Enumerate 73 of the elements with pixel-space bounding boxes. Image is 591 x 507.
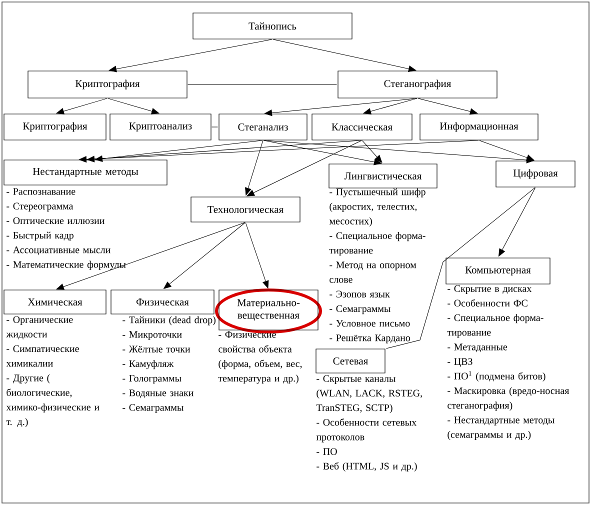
- list-item: - Нестандартные методы (семаграммы и др.): [448, 416, 554, 440]
- list-item: - Стереограмма: [6, 202, 74, 212]
- list-item: - ПО$^{1}$ (подмена битов): [448, 371, 546, 382]
- category-box: Стеганография: [338, 70, 498, 98]
- list-item: - Водяные знаки: [122, 390, 194, 398]
- category-box: Тайнопись: [192, 12, 352, 40]
- arrow: [245, 140, 264, 196]
- arrow: [479, 140, 534, 161]
- category-box: Компьютерная: [446, 258, 550, 284]
- category-box: Стеганализ: [218, 114, 308, 140]
- list-item: - Маскировка (вредо-носная стеганография): [448, 387, 570, 411]
- arrow: [264, 98, 418, 116]
- list-item: - Скрытые каналы (WLAN, LACK, RSTEG, TranSTEG, SCTP): [316, 375, 422, 414]
- category-box: Цифровая: [496, 160, 576, 188]
- arrow: [56, 222, 246, 290]
- list-item: - Симпатические химикалии: [6, 345, 79, 367]
- list-item: - Метаданные: [448, 344, 508, 352]
- arrow: [263, 140, 382, 166]
- arrow: [86, 140, 362, 162]
- category-box: Сетевая: [316, 348, 386, 374]
- arrow: [272, 39, 416, 72]
- list-item: - Другие ( биологические, химико-физические и т. д.): [6, 374, 100, 428]
- arrow: [418, 98, 478, 115]
- arrow: [164, 222, 246, 289]
- list-item: - Математические формулы: [6, 260, 126, 270]
- arrow: [108, 98, 160, 114]
- list-item: - Оптические иллюзии: [6, 217, 104, 224]
- list-item: - Быстрый кадр: [6, 232, 74, 241]
- list-item: - Голограммы: [122, 375, 182, 384]
- list-item: - Эзопов язык: [330, 290, 390, 298]
- list-item: - Специальное форма-тирование: [447, 314, 544, 338]
- list-item: - Микроточки: [122, 331, 182, 340]
- arrow: [245, 222, 269, 288]
- list-item: - Семаграммы: [330, 305, 390, 314]
- category-box: Криптография: [4, 114, 106, 140]
- list-item: - Ассоциативные мысли: [6, 246, 110, 256]
- list-item: - ПО: [316, 448, 337, 455]
- list-item: - Тайники (dead drop): [122, 316, 216, 326]
- category-box: Лингвистическая: [328, 164, 438, 188]
- list-item: - Веб (HTML, JS и др.): [316, 462, 417, 472]
- arrow: [94, 140, 263, 162]
- category-box: Физическая: [110, 290, 214, 314]
- list-item: - Органические жидкости: [6, 316, 73, 340]
- arrow: [363, 98, 418, 114]
- list-item: - Физические свойства объекта (форма, объем, вес, температура и др.): [218, 331, 302, 384]
- list-item: - Условное письмо: [330, 320, 410, 327]
- arrow: [362, 140, 382, 163]
- list-item: - Распознавание: [6, 188, 76, 195]
- list-item: - Метод на опорном слове: [330, 262, 416, 283]
- category-box: Технологическая: [190, 196, 300, 222]
- category-box: Информационная: [420, 114, 538, 140]
- arrow: [108, 39, 272, 72]
- category-box: Криптография: [28, 70, 188, 98]
- list-item: - Камуфляж: [122, 360, 174, 370]
- category-box: Криптоанализ: [110, 114, 212, 140]
- arrow: [78, 140, 479, 162]
- category-box: Нестандартные методы: [4, 160, 168, 186]
- category-box: Материально-вещественная: [218, 290, 318, 330]
- list-item: - ЦВЗ: [448, 358, 472, 367]
- list-item: - Пустышечный шифр (акростих, телестих, месостих): [329, 188, 426, 226]
- arrow: [498, 188, 536, 256]
- arrow: [263, 140, 534, 164]
- list-item: - Жёлтые точки: [122, 346, 190, 352]
- arrow: [56, 98, 108, 114]
- list-item: - Специальное форма-тирование: [329, 232, 426, 256]
- arrow: [246, 140, 362, 196]
- list-item: - Особенности ФС: [448, 299, 528, 307]
- category-box: Классическая: [312, 114, 412, 140]
- list-item: - Особенности сетевых протоколов: [316, 418, 416, 442]
- list-item: - Семаграммы: [122, 404, 184, 413]
- list-item: - Скрытие в дисках: [448, 285, 532, 294]
- list-item: - Решётка Кардано: [330, 334, 410, 344]
- category-box: Химическая: [4, 290, 106, 314]
